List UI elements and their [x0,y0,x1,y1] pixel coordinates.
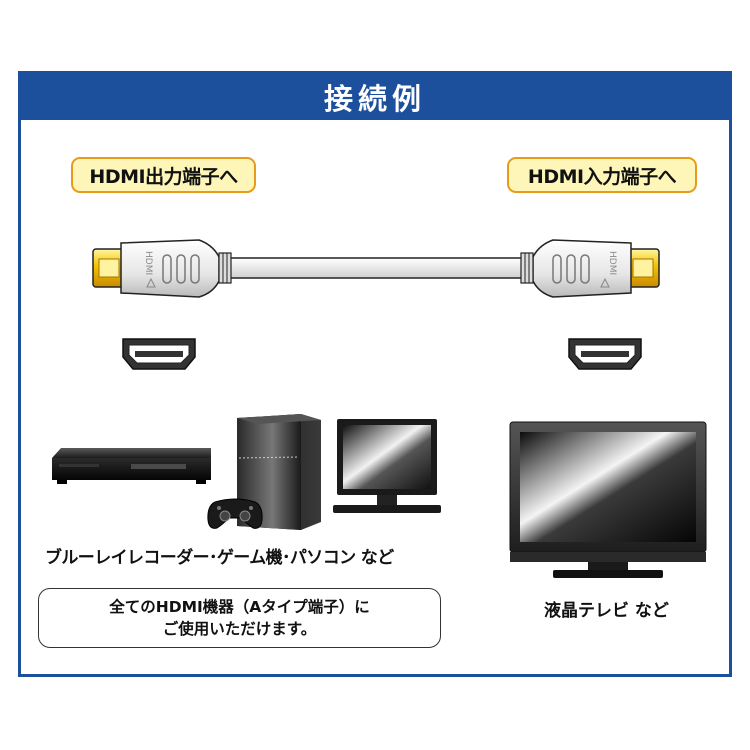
hdmi-cable-icon: HDMI HDMI [92,239,660,298]
blu-ray-recorder-icon [52,448,211,484]
connector-print-right: HDMI [607,251,617,275]
tv-icon [509,421,707,578]
game-console-icon [237,414,321,530]
compatibility-note: 全てのHDMI機器（Aタイプ端子）に ご使用いただけます。 [38,588,441,648]
panel-title: 接続例 [21,74,729,120]
display-devices-caption: 液晶テレビ など [544,601,669,621]
input-terminal-label: HDMI入力端子へ [507,157,697,193]
connector-print: HDMI [143,251,153,275]
compatibility-note-line1: 全てのHDMI機器（Aタイプ端子）に [109,598,370,616]
hdmi-port-icon [122,338,196,370]
output-terminal-label: HDMI出力端子へ [71,157,256,193]
compatibility-note-line2: ご使用いただけます。 [162,620,317,638]
connection-example-panel: 接続例 HDMI出力端子へ HDMI入力端子へ [18,71,732,677]
computer-monitor-icon [333,419,441,513]
hdmi-port-icon-right [568,338,642,370]
game-controller-icon [207,498,263,529]
source-devices-caption: ブルーレイレコーダー･ゲーム機･パソコン など [45,548,394,568]
